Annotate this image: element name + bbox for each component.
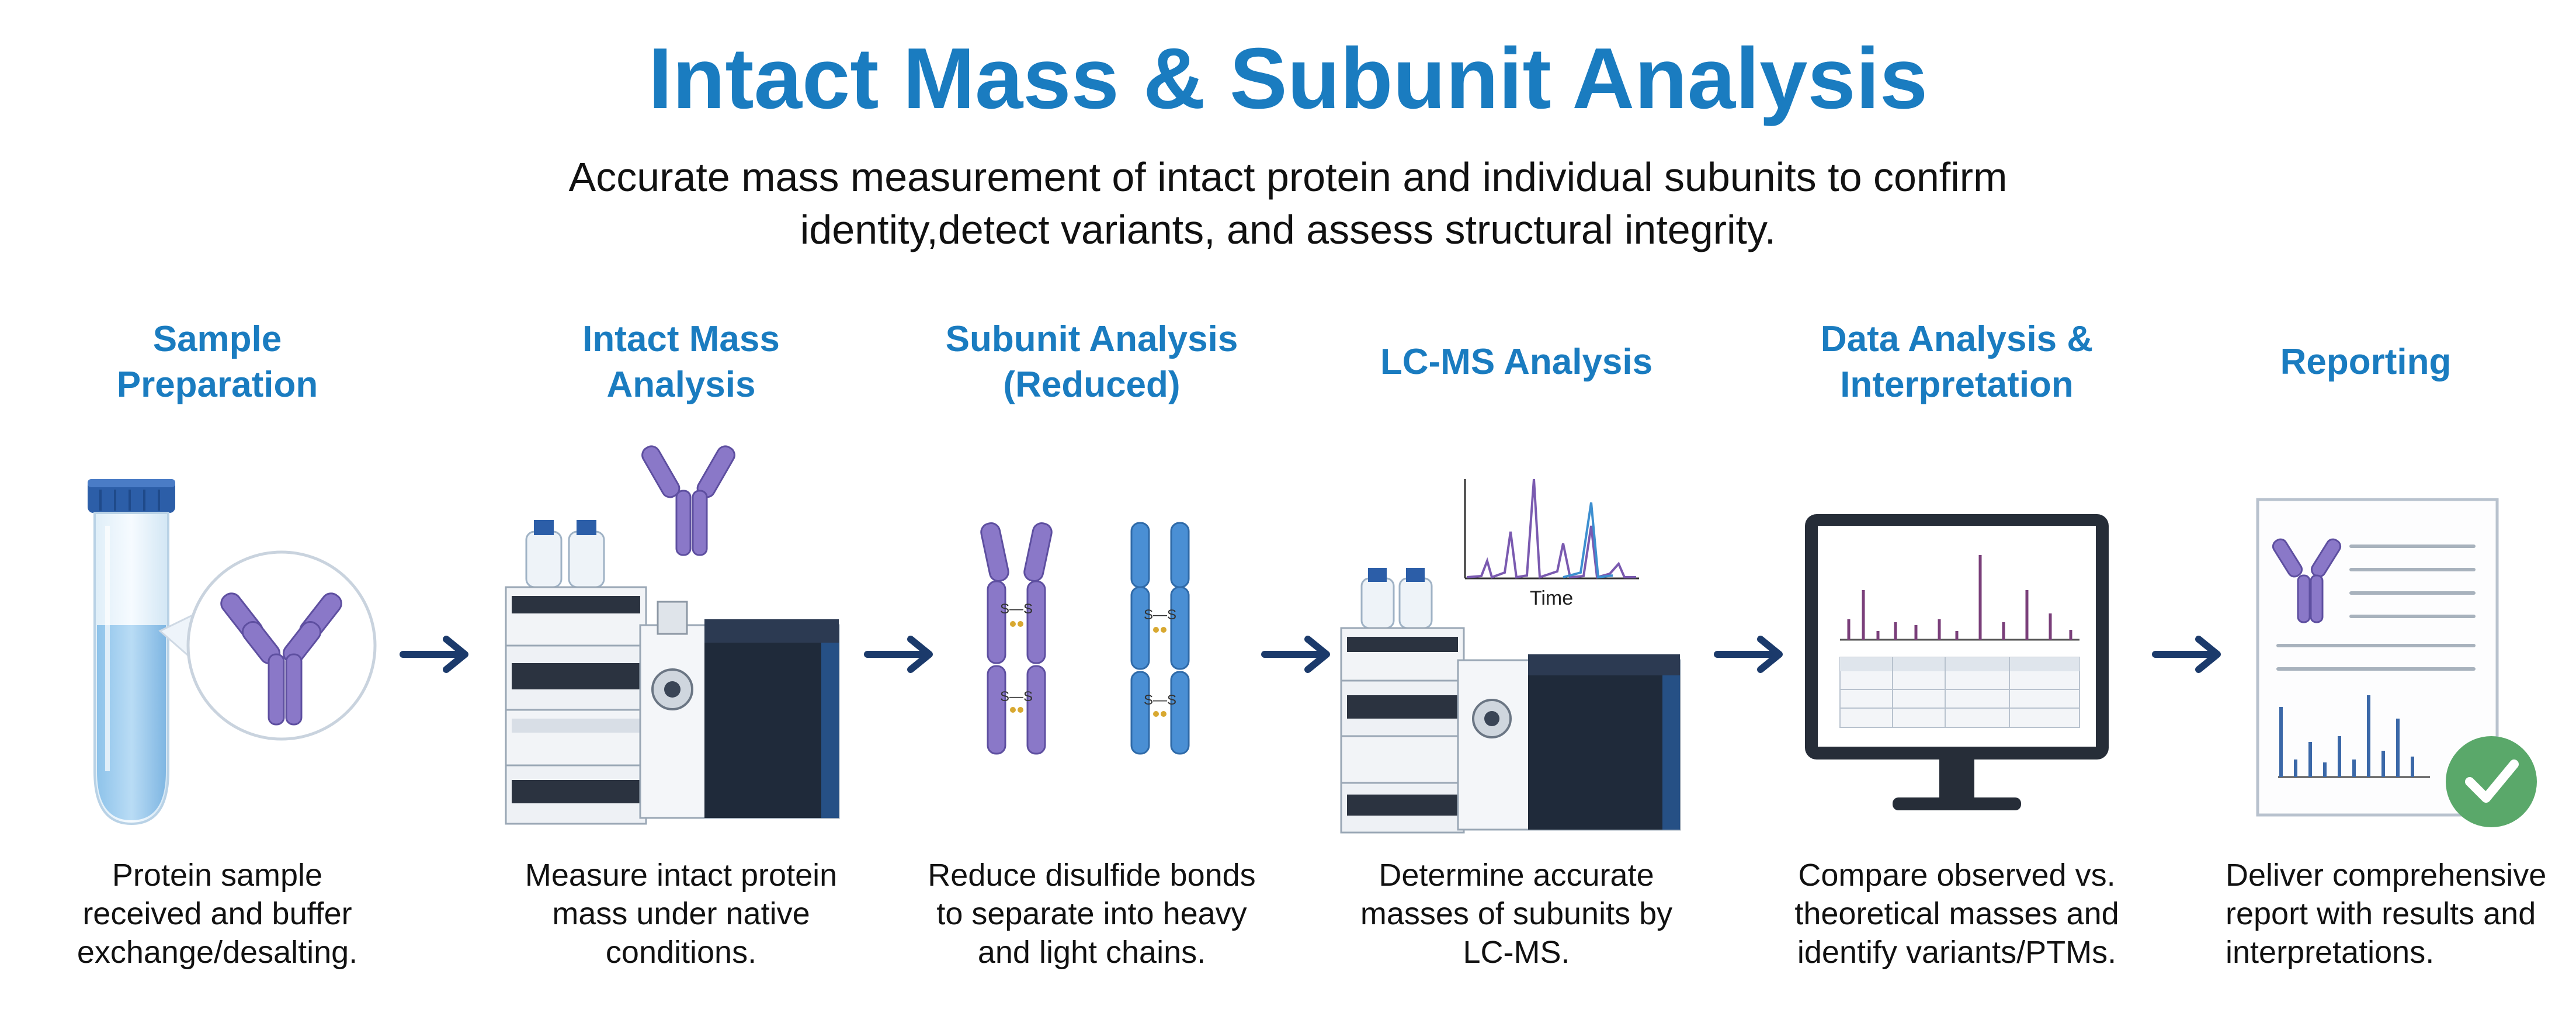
page-title: Intact Mass & Subunit Analysis bbox=[648, 30, 1928, 127]
chromatogram-plot: Time bbox=[1464, 478, 1639, 609]
step-title: LC-MS Analysis bbox=[1380, 342, 1653, 382]
step-title: Intact Mass Analysis bbox=[582, 319, 780, 405]
sample-tube-icon bbox=[88, 479, 377, 826]
subtitle-line-1: Accurate mass measurement of intact prot… bbox=[568, 154, 2008, 200]
check-badge-icon bbox=[2446, 736, 2537, 827]
subtitle-line-2: identity,detect variants, and assess str… bbox=[800, 207, 1776, 252]
page-subtitle: Accurate mass measurement of intact prot… bbox=[467, 151, 2109, 256]
disulfide-label: S—S bbox=[1000, 689, 1033, 705]
step-description: Deliver comprehensive report with result… bbox=[2226, 858, 2547, 970]
computer-monitor-icon bbox=[1805, 514, 2109, 810]
step-description: Compare observed vs. theoretical masses … bbox=[1794, 858, 2119, 970]
step-description: Protein sample received and buffer excha… bbox=[77, 858, 358, 970]
step-description: Measure intact protein mass under native… bbox=[525, 858, 838, 970]
step-title: Subunit Analysis (Reduced) bbox=[945, 319, 1238, 405]
disulfide-label: S—S bbox=[1144, 607, 1176, 623]
lc-ms-instrument-icon bbox=[505, 445, 840, 825]
step-description: Determine accurate masses of subunits by… bbox=[1360, 858, 1673, 970]
report-document-icon bbox=[2256, 498, 2537, 827]
step-title: Reporting bbox=[2280, 342, 2452, 382]
step-title: Data Analysis & Interpretation bbox=[1820, 319, 2094, 405]
flow-arrow-icon bbox=[864, 636, 933, 673]
step-description: Reduce disulfide bonds to separate into … bbox=[928, 858, 1256, 970]
disulfide-label: S—S bbox=[1000, 601, 1033, 617]
reduced-chains-icon: S—S S—S S—S S—S bbox=[980, 522, 1190, 755]
chromatogram-axis-label: Time bbox=[1530, 587, 1573, 609]
disulfide-label: S—S bbox=[1144, 692, 1176, 708]
flow-arrow-icon bbox=[400, 636, 468, 673]
lc-ms-chromatogram-icon: Time bbox=[1340, 478, 1681, 834]
flow-arrow-icon bbox=[1261, 636, 1330, 673]
flow-arrow-icon bbox=[1714, 636, 1783, 673]
flow-arrow-icon bbox=[2152, 636, 2221, 673]
step-title: Sample Preparation bbox=[116, 319, 318, 405]
